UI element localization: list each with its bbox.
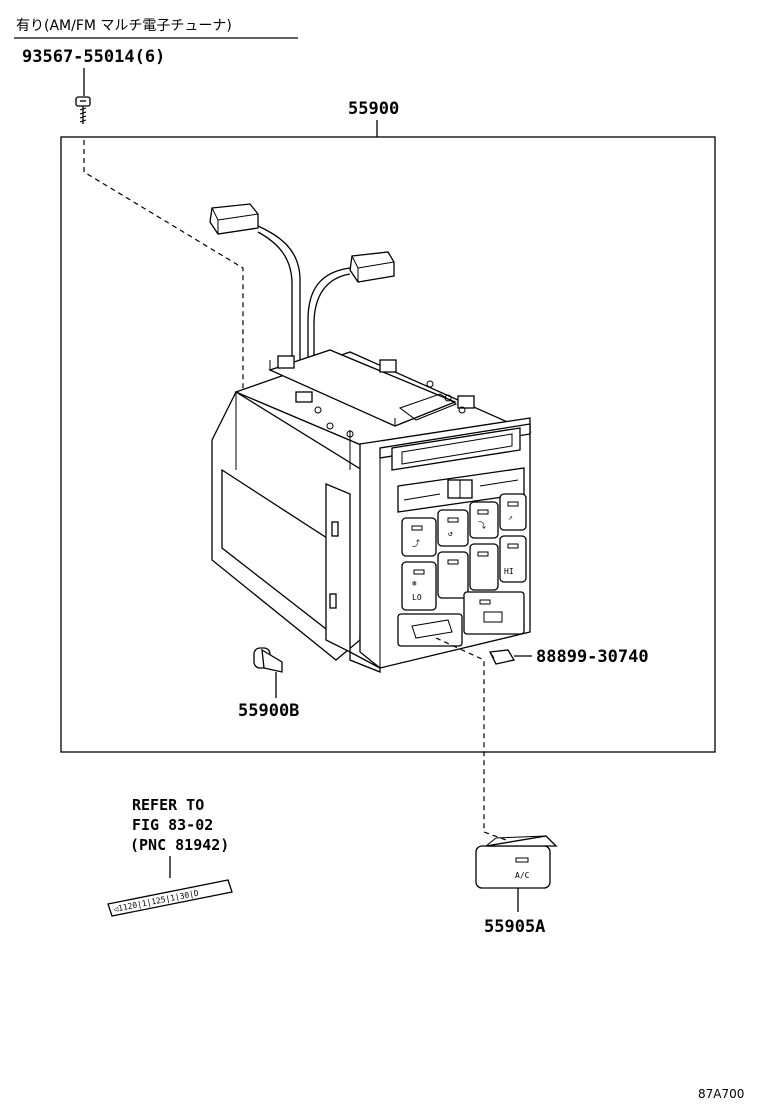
control-unit-body: ⤴ ↺ ⤵ ⇗ ❄ LO HI (211, 349, 532, 673)
part-number-bulb[interactable]: 55900B (238, 701, 299, 721)
svg-text:↺: ↺ (448, 529, 453, 538)
part-number-clip[interactable]: 88899-30740 (536, 647, 649, 667)
svg-text:⤴: ⤴ (412, 538, 420, 548)
assembly-frame (60, 136, 716, 753)
reference-line-1: REFER TO (132, 796, 204, 814)
diagram-code: 87A700 (698, 1087, 744, 1101)
svg-text:⤵: ⤵ (478, 521, 486, 530)
reference-line-2: FIG 83-02 (132, 816, 213, 834)
scale-strip-icon: ◁1120|1|125|1|30|D (107, 879, 233, 917)
wire-harness-icon (209, 203, 395, 360)
part-number-screw[interactable]: 93567-55014(6) (22, 47, 165, 67)
reference-line-3: (PNC 81942) (130, 836, 229, 854)
bulb-icon (253, 647, 283, 673)
knob-guide-dashed (435, 637, 507, 841)
svg-text:❄: ❄ (412, 579, 417, 588)
screw-icon (75, 96, 91, 124)
part-number-knob[interactable]: 55905A (484, 917, 545, 937)
part-number-assembly[interactable]: 55900 (348, 99, 399, 119)
option-note: 有り(AM/FM マルチ電子チューナ) (16, 18, 232, 34)
clip-icon (489, 649, 516, 665)
ac-knob-icon (475, 835, 558, 889)
screw-guide-dashed (83, 140, 244, 392)
svg-text:HI: HI (504, 567, 514, 576)
knob-label: A/C (515, 871, 530, 880)
svg-text:⇗: ⇗ (508, 513, 513, 522)
svg-text:LO: LO (412, 593, 422, 602)
